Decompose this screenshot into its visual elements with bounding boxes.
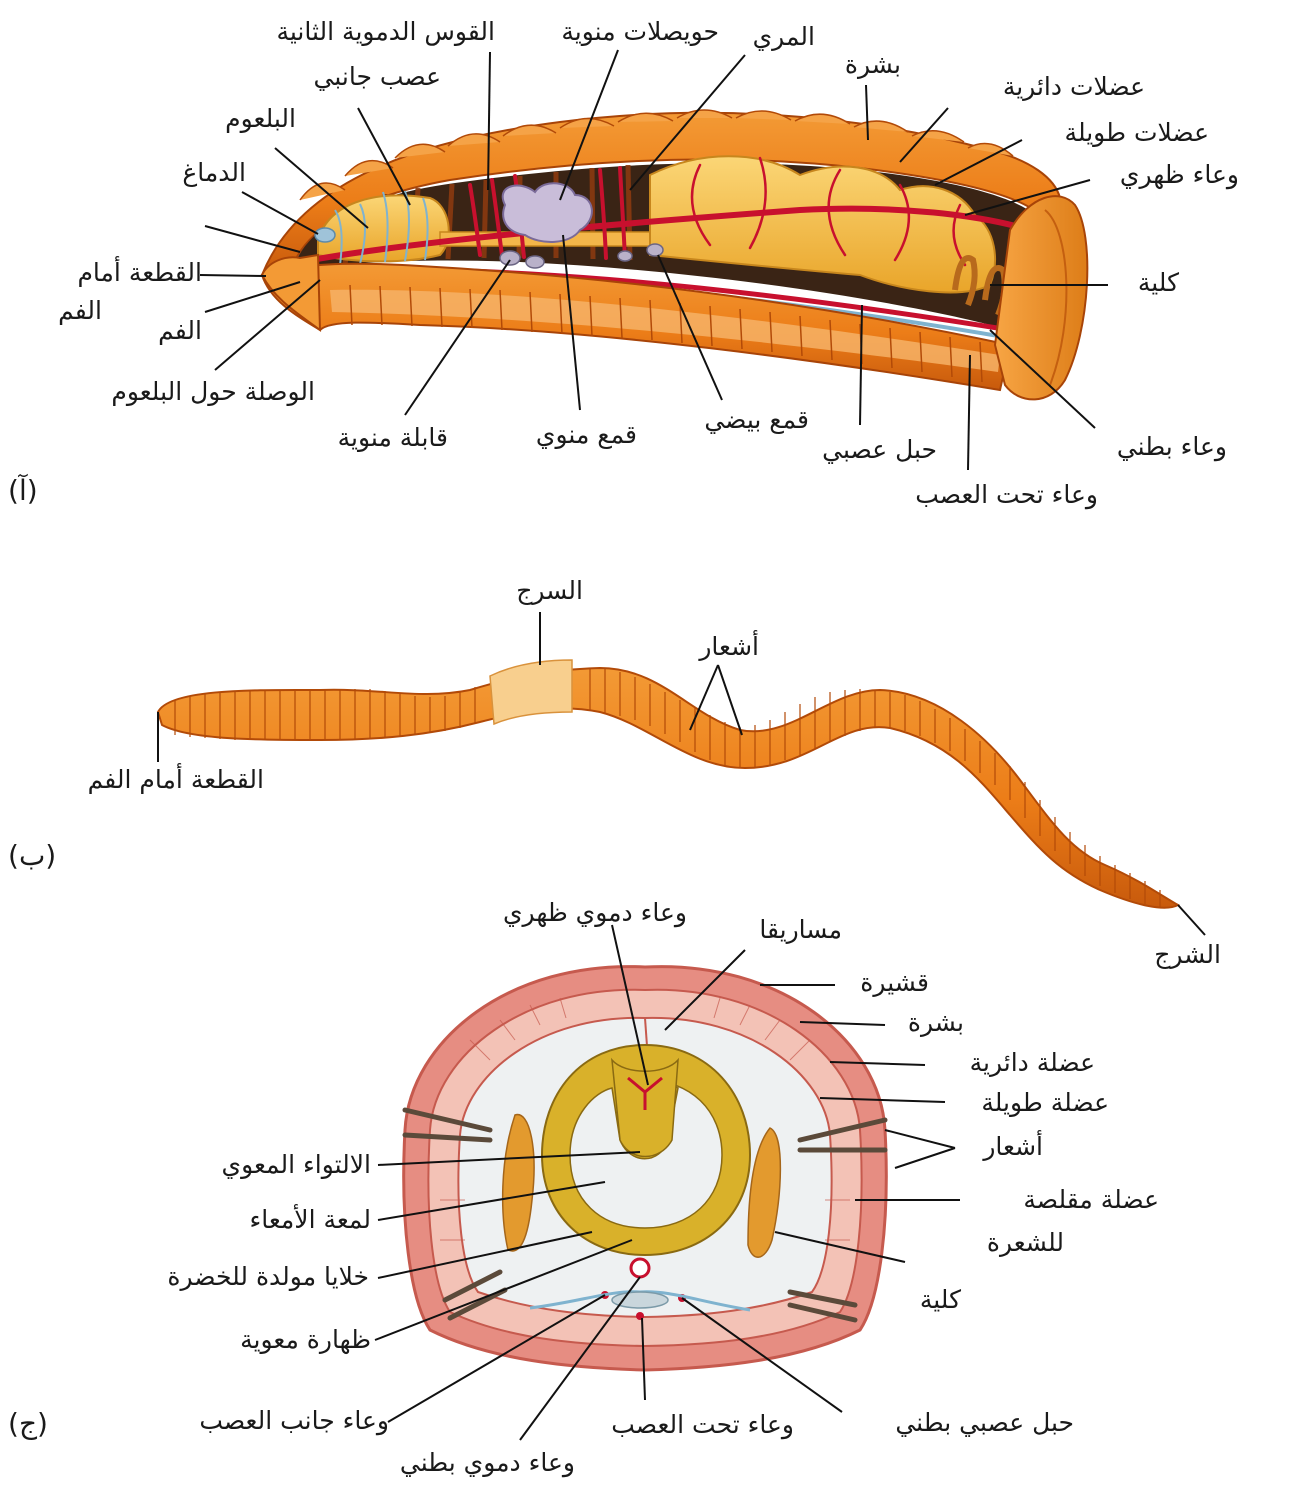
clitellum-shape — [489, 659, 573, 726]
spermatheca-shape — [499, 250, 521, 266]
label-circumpharyngeal: الوصلة حول البلعوم — [111, 377, 315, 406]
panel-a-drawing — [260, 109, 1089, 401]
seminal-vesicles-shape — [501, 182, 593, 243]
label-egg-funnel: قمع بيضي — [704, 405, 809, 434]
label-ventral-vessel: وعاء بطني — [1116, 432, 1227, 461]
label-ventral-nerve-cord: حبل عصبي بطني — [895, 1408, 1074, 1437]
nephridium-right — [747, 1127, 782, 1258]
label-longitudinal-muscles: عضلات طويلة — [1064, 118, 1209, 147]
label-brain: الدماغ — [182, 158, 246, 187]
label-intestinal-lumen: لمعة الأمعاء — [249, 1205, 371, 1234]
label-longitudinal-muscle: عضلة طويلة — [981, 1088, 1109, 1117]
label-nephridium-a: كلية — [1137, 268, 1179, 297]
label-nephridium-c: كلية — [919, 1285, 961, 1314]
label-spermatheca: قابلة منوية — [337, 423, 448, 452]
label-seminal-vesicles: حويصلات منوية — [561, 17, 719, 46]
label-mesentery: مساريقا — [759, 915, 842, 944]
setae-shapes — [402, 1107, 888, 1323]
panel-b-mark: (ب) — [8, 839, 57, 872]
panel-b-leaders — [157, 612, 1206, 936]
panel-c-drawing — [402, 965, 888, 1372]
label-pharynx: البلعوم — [225, 104, 296, 133]
label-prostomium-a-1: القطعة أمام — [77, 258, 202, 287]
label-lateral-nerve: عصب جانبي — [313, 62, 441, 91]
label-chlorogogen-cells: خلايا مولدة للخضرة — [167, 1262, 369, 1291]
panel-c-leaders — [374, 924, 960, 1441]
panel-c-mark: (ج) — [8, 1407, 48, 1440]
label-subneural-vessel-a: وعاء تحت العصب — [915, 480, 1098, 509]
label-ventral-blood-vessel: وعاء دموي بطني — [399, 1448, 575, 1477]
label-epidermis-a: بشرة — [844, 50, 901, 79]
label-circular-muscle: عضلة دائرية — [969, 1048, 1095, 1077]
label-anus: الشرج — [1154, 940, 1221, 969]
panel-b-drawing — [156, 659, 1181, 909]
nephridium-shape — [952, 255, 978, 307]
panel-a-leaders — [199, 49, 1108, 471]
label-clitellum: السرج — [516, 576, 583, 605]
label-dorsal-vessel: وعاء ظهري — [1119, 160, 1239, 189]
label-second-aortic-arch: القوس الدموية الثانية — [276, 17, 495, 46]
cut-end-disc — [993, 195, 1089, 401]
label-setal-muscle-1: عضلة مقلصة — [1023, 1185, 1159, 1214]
label-setae-c: أشعار — [983, 1132, 1043, 1161]
label-epidermis-c: بشرة — [907, 1008, 964, 1037]
label-circular-muscles: عضلات دائرية — [1002, 72, 1145, 101]
label-cuticle: قشيرة — [860, 968, 929, 997]
label-lateral-neural-vessel: وعاء جانب العصب — [199, 1406, 389, 1435]
label-typhlosole: الالتواء المعوي — [221, 1150, 372, 1179]
muscle-hatch — [440, 997, 850, 1241]
label-setae-b: أشعار — [699, 632, 759, 661]
label-intestinal-epithelium: ظهارة معوية — [240, 1325, 371, 1354]
label-subneural-vessel-c: وعاء تحت العصب — [611, 1410, 794, 1439]
label-prostomium-a-2: الفم — [58, 296, 102, 325]
label-mouth: الفم — [158, 316, 202, 345]
label-nerve-cord: حبل عصبي — [822, 435, 937, 464]
label-prostomium-b: القطعة أمام الفم — [87, 765, 264, 794]
label-sperm-funnel: قمع منوي — [535, 420, 637, 449]
ventral-inner-band — [330, 289, 1000, 372]
lateral-nerves — [334, 190, 429, 266]
panel-a-mark: (آ) — [8, 474, 38, 507]
ventral-segment-lines — [349, 284, 983, 383]
brain-shape — [314, 227, 336, 243]
whole-worm-segments — [174, 668, 1161, 907]
head-tip — [260, 253, 322, 333]
egg-funnel-shape — [646, 243, 664, 257]
nephridium-left — [501, 1113, 535, 1252]
label-setal-muscle-2: للشعرة — [986, 1228, 1064, 1257]
label-dorsal-blood-vessel: وعاء دموي ظهري — [502, 898, 687, 927]
ventral-blood-vessel-shape — [629, 1257, 651, 1279]
label-esophagus: المري — [752, 22, 815, 51]
